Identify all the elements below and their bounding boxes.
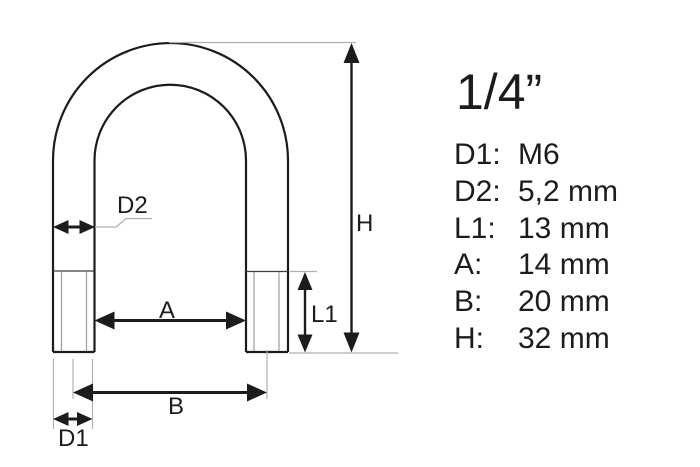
dimension-d1: D1 [53, 412, 93, 452]
spec-row-a: A: 14 mm [454, 247, 618, 284]
spec-table: D1: M6 D2: 5,2 mm L1: 13 mm A: 14 mm B: … [454, 137, 618, 358]
spec-row-d1: D1: M6 [454, 137, 618, 174]
spec-row-b: B: 20 mm [454, 284, 618, 321]
thread-sections [53, 270, 288, 351]
spec-label: D2: [454, 174, 501, 208]
spec-label: H: [454, 321, 484, 355]
spec-label: B: [454, 285, 483, 319]
spec-label: A: [454, 248, 483, 282]
dimension-label-a: A [159, 297, 175, 324]
spec-label: L1: [454, 211, 496, 245]
u-bolt-drawing: H L1 A B D1 [51, 41, 398, 452]
spec-value: 13 mm [518, 211, 610, 245]
dimension-b: B [73, 383, 267, 420]
spec-value: M6 [518, 138, 560, 171]
dimension-h: H [343, 43, 373, 353]
spec-row-d2: D2: 5,2 mm [454, 174, 618, 211]
dimension-d2: D2 [53, 192, 148, 234]
size-title: 1/4” [456, 64, 543, 120]
dimension-label-d2: D2 [117, 192, 148, 219]
spec-row-l1: L1: 13 mm [454, 211, 618, 248]
dimension-label-b: B [168, 393, 184, 420]
dimension-l1: L1 [297, 272, 338, 353]
dimension-a: A [94, 297, 246, 330]
spec-value: 32 mm [518, 321, 610, 355]
spec-value: 5,2 mm [518, 174, 619, 208]
dimension-label-h: H [356, 210, 373, 237]
spec-value: 14 mm [518, 248, 610, 282]
spec-row-h: H: 32 mm [454, 321, 618, 358]
dimension-label-d1: D1 [58, 425, 89, 452]
spec-label: D1: [454, 138, 501, 171]
extension-lines [52, 41, 398, 429]
dimension-label-l1: L1 [311, 301, 338, 328]
spec-value: 20 mm [518, 285, 610, 319]
